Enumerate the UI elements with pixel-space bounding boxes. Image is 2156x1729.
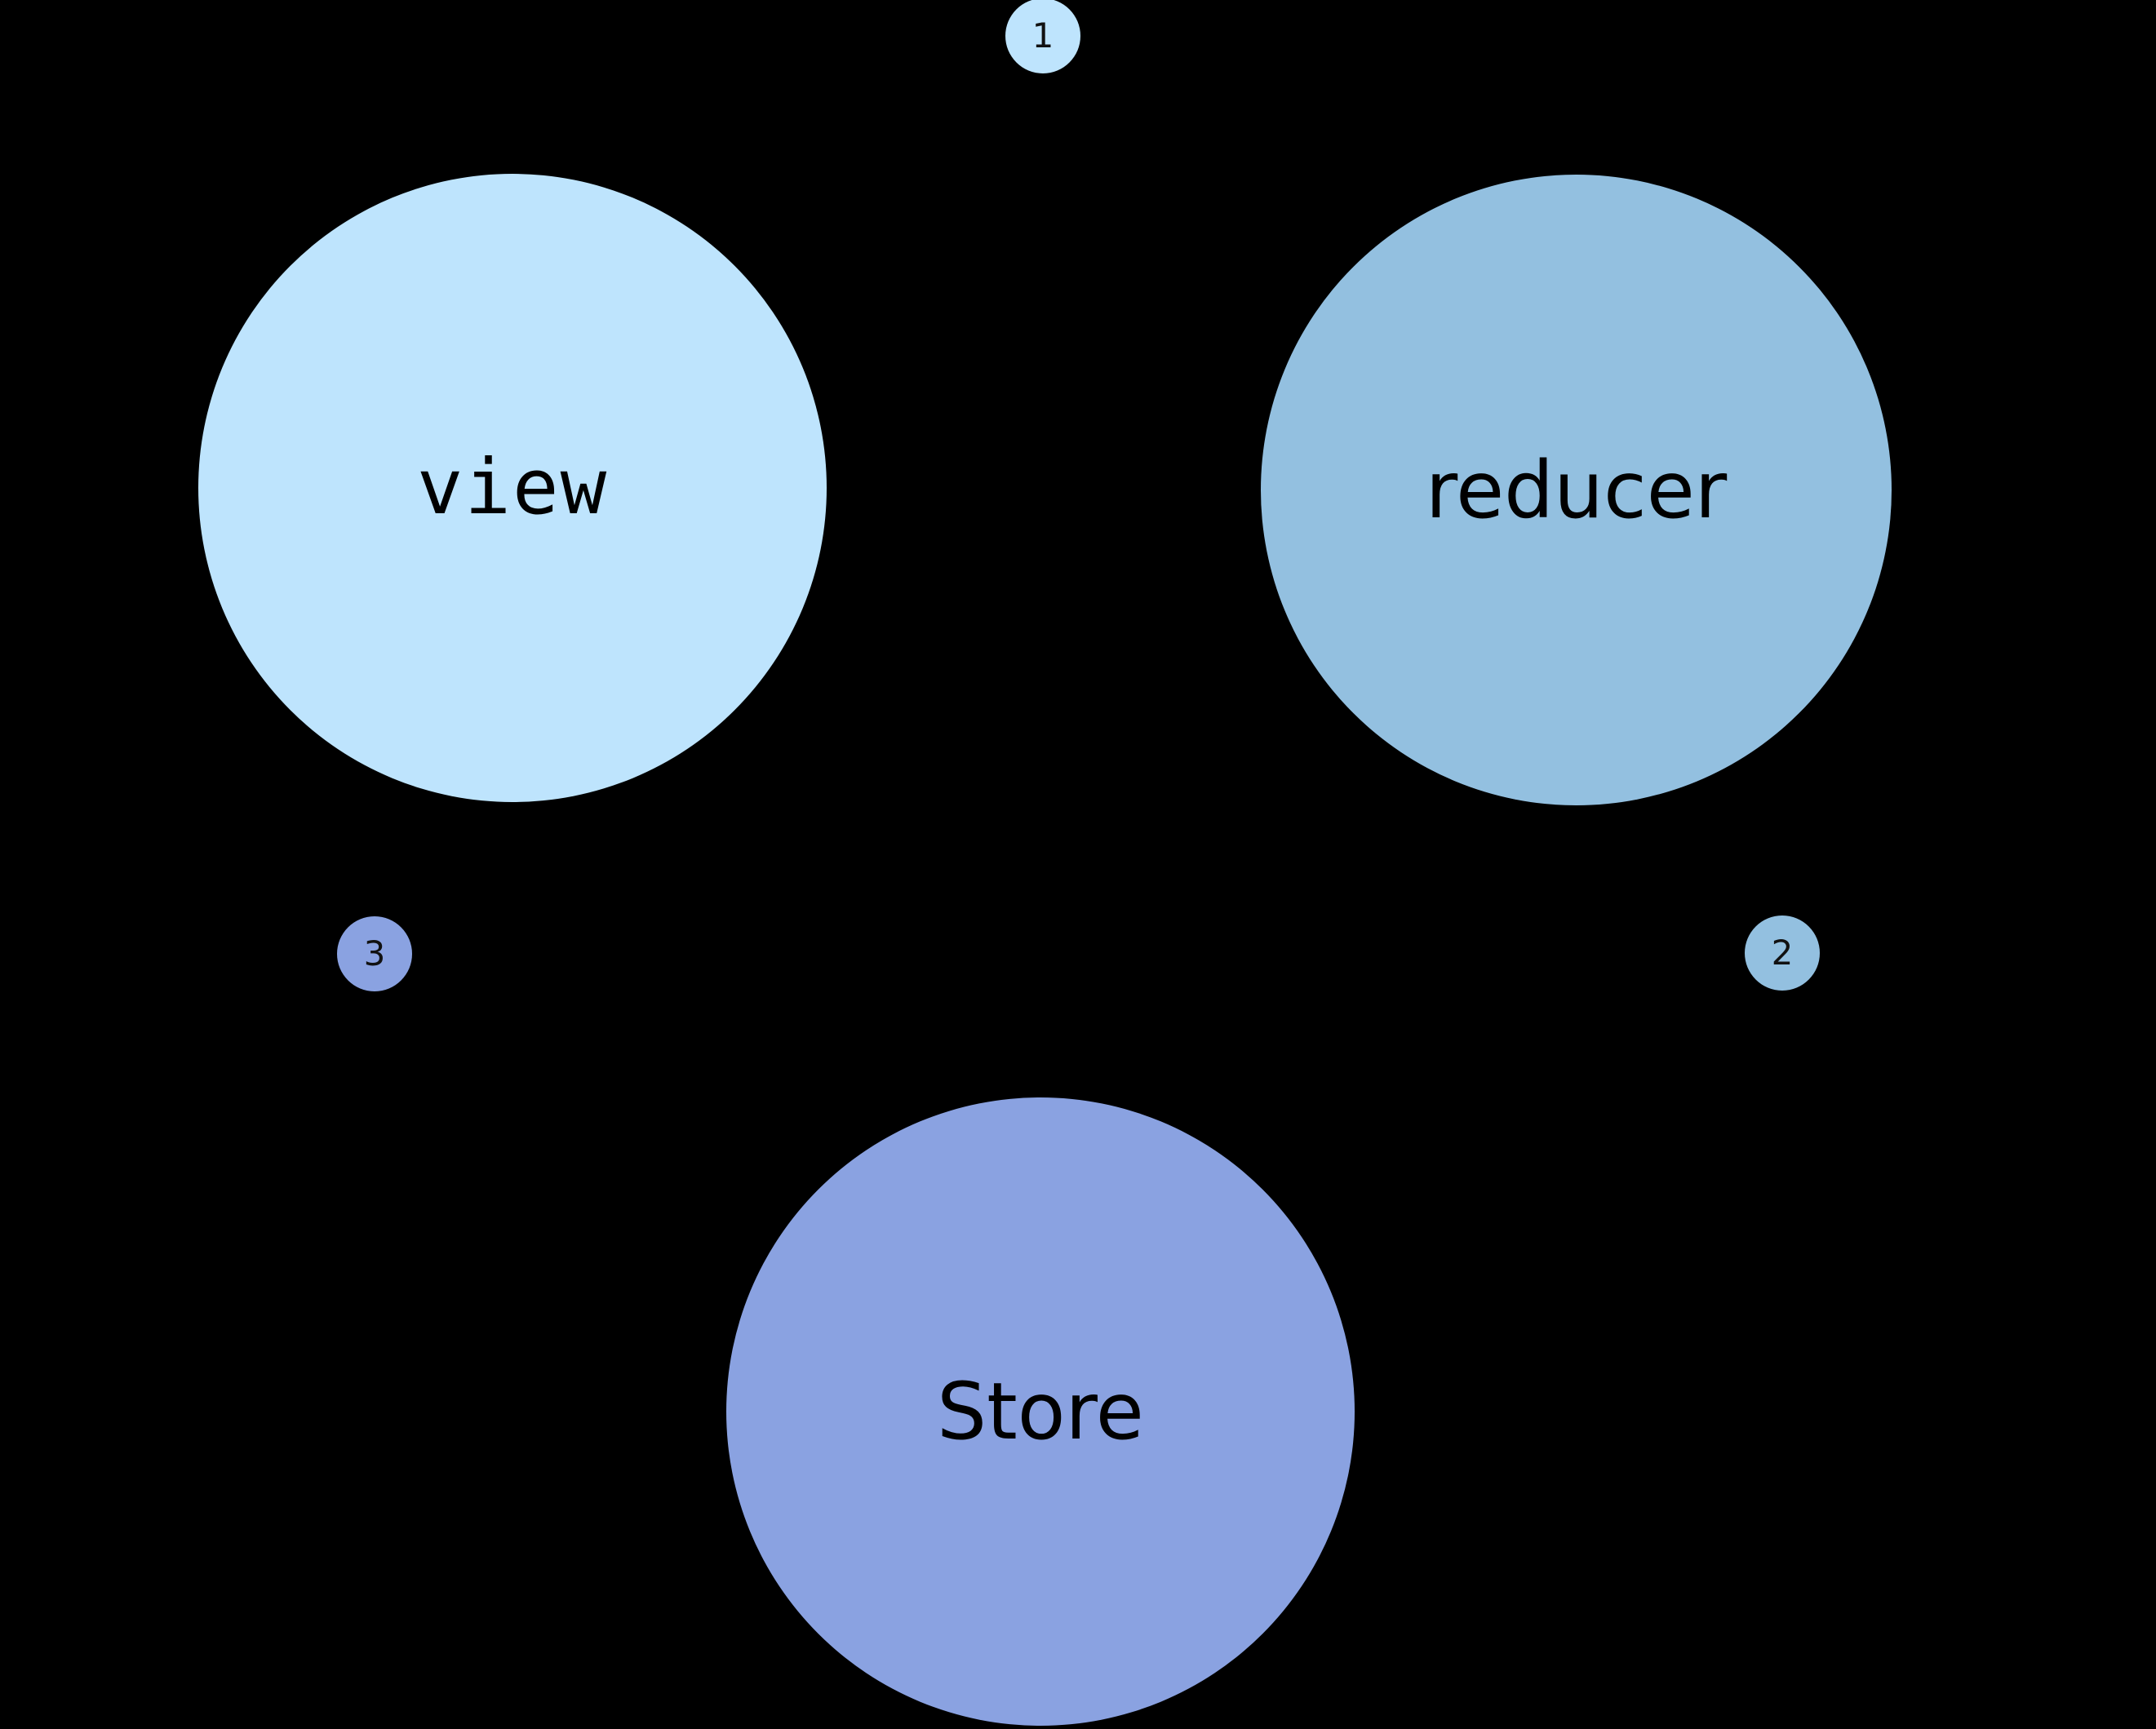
step-badge-1[interactable]: 1 — [1005, 0, 1080, 73]
node-store-label: Store — [937, 1366, 1144, 1457]
node-reducer[interactable]: reducer — [1261, 175, 1892, 805]
edge-view-to-reducer — [804, 229, 1264, 495]
edge-store-to-view — [362, 859, 748, 1273]
node-view-label: view — [416, 443, 609, 532]
node-store[interactable]: Store — [726, 1097, 1355, 1726]
node-reducer-label: reducer — [1425, 444, 1728, 536]
step-badge-2[interactable]: 2 — [1745, 915, 1820, 991]
step-badge-3[interactable]: 3 — [337, 916, 412, 991]
edge-reducer-to-store — [1333, 734, 1783, 1281]
node-view[interactable]: view — [198, 174, 827, 802]
